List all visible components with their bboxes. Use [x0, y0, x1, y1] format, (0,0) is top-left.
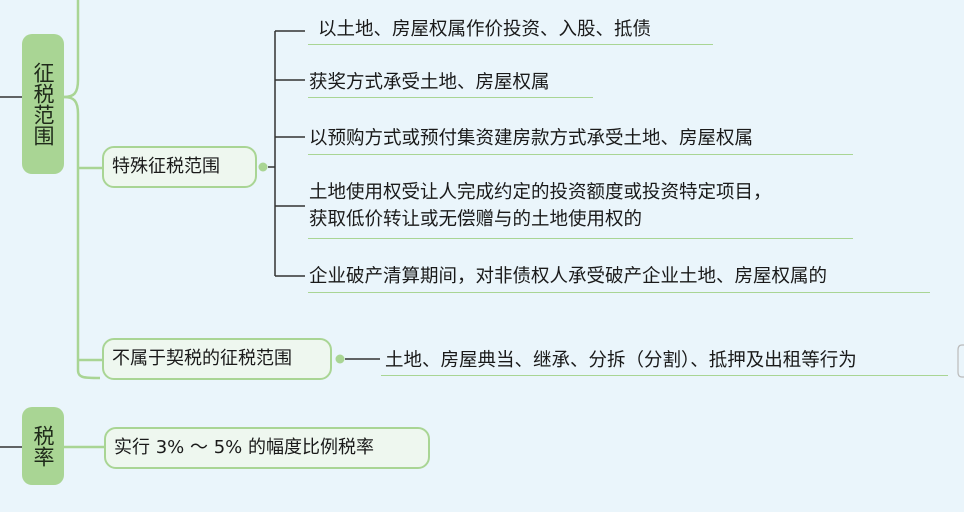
excluded-scope-node: 不属于契税的征税范围 — [102, 338, 332, 380]
special-scope-label: 特殊征税范围 — [112, 156, 220, 177]
excluded-scope-label: 不属于契税的征税范围 — [112, 348, 292, 369]
rate-section-label: 税率 — [31, 425, 55, 467]
special-item-4-line2: 获取低价转让或无偿赠与的土地使用权的 — [309, 209, 643, 230]
special-item-1: 以土地、房屋权属作价投资、入股、抵债 — [318, 19, 652, 40]
special-scope-node: 特殊征税范围 — [102, 146, 257, 188]
excluded-item-underline — [381, 375, 948, 376]
rate-label: 实行 3% ～ 5% 的幅度比例税率 — [114, 437, 374, 458]
special-item-5-underline — [308, 292, 930, 293]
special-item-1-underline — [308, 44, 713, 45]
special-item-2: 获奖方式承受土地、房屋权属 — [309, 72, 550, 93]
scope-section-label: 征税范围 — [31, 62, 55, 146]
special-item-3-underline — [308, 154, 853, 155]
excluded-item: 土地、房屋典当、继承、分拆（分割）、抵押及出租等行为 — [385, 350, 857, 371]
special-item-4-line1: 土地使用权受让人完成约定的投资额度或投资特定项目， — [309, 182, 772, 203]
rate-section-box: 税率 — [22, 407, 64, 485]
rate-node: 实行 3% ～ 5% 的幅度比例税率 — [104, 427, 430, 469]
scope-section-box: 征税范围 — [22, 34, 64, 174]
special-item-3: 以预购方式或预付集资建房款方式承受土地、房屋权属 — [309, 128, 754, 149]
special-item-2-underline — [308, 97, 593, 98]
special-item-5: 企业破产清算期间，对非债权人承受破产企业土地、房屋权属的 — [309, 266, 828, 287]
special-item-4-underline — [308, 238, 853, 239]
